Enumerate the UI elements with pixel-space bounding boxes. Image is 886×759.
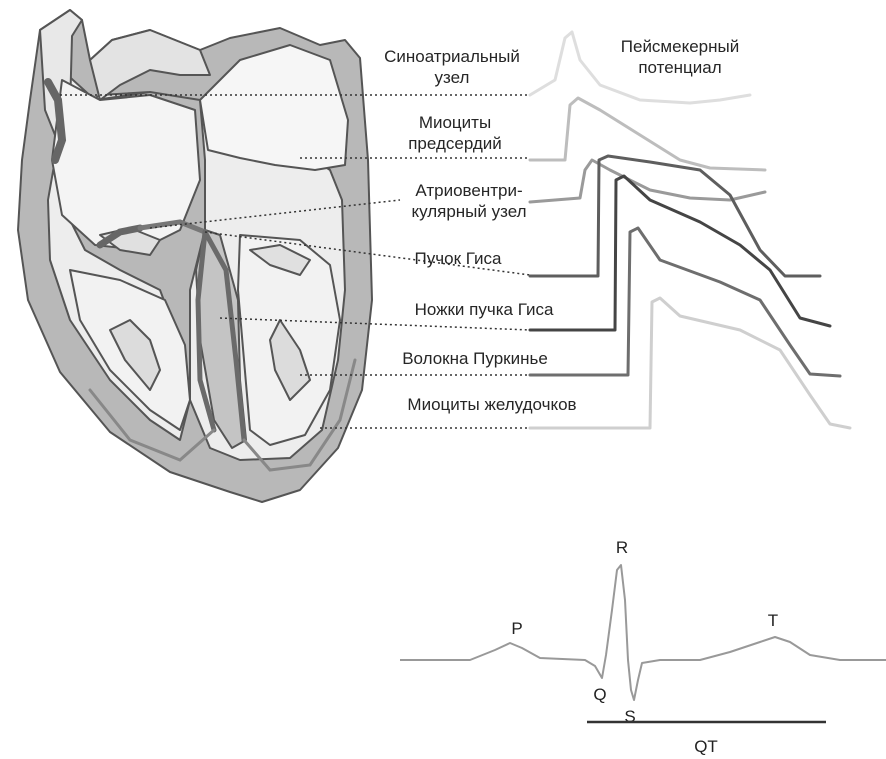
ecg-label-r: R — [616, 538, 628, 557]
heart-illustration — [18, 10, 372, 502]
trace-atrial-myocytes — [530, 98, 765, 170]
label-av-line2: кулярный узел — [411, 202, 526, 221]
ecg-label-q: Q — [593, 685, 606, 704]
label-av-line1: Атриовентри- — [415, 181, 522, 200]
label-ventricular: Миоциты желудочков — [407, 395, 576, 414]
ecg-trace — [400, 565, 886, 700]
action-potential-traces — [530, 32, 850, 428]
label-branches: Ножки пучка Гиса — [415, 300, 554, 319]
label-his: Пучок Гиса — [415, 249, 502, 268]
structure-labels: Синоатриальный узел Миоциты предсердий А… — [384, 37, 739, 414]
label-atrial-line2: предсердий — [408, 134, 502, 153]
label-sa-line1: Синоатриальный — [384, 47, 520, 66]
trace-purkinje — [530, 228, 840, 376]
ecg-waveform: P R T Q S QT — [400, 538, 886, 756]
label-sa-line2: узел — [435, 68, 470, 87]
label-purkinje: Волокна Пуркинье — [402, 349, 548, 368]
ecg-label-p: P — [511, 619, 522, 638]
label-pacemaker-line1: Пейсмекерный — [621, 37, 739, 56]
ecg-label-t: T — [768, 611, 778, 630]
trace-his-bundle — [530, 156, 820, 276]
label-pacemaker-line2: потенциал — [638, 58, 721, 77]
qt-interval-label: QT — [694, 737, 718, 756]
label-atrial-line1: Миоциты — [419, 113, 491, 132]
